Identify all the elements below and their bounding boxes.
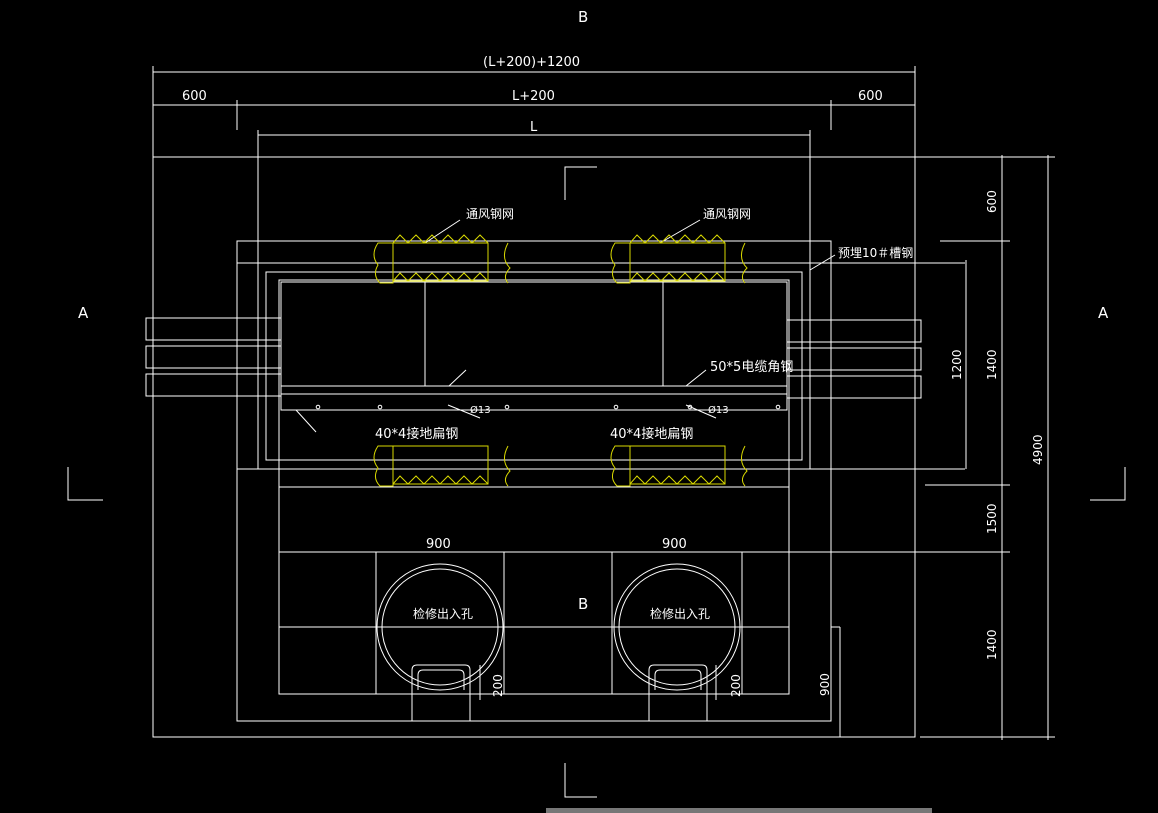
- dim-pipe-dia-2: Ø13: [708, 404, 729, 416]
- dim-right-900: 900: [818, 673, 832, 696]
- dim-right-margin: 600: [858, 89, 883, 104]
- dim-manhole-width-1: 900: [426, 537, 451, 552]
- section-label-right: A: [1098, 304, 1109, 322]
- section-mark-left: [67, 467, 103, 501]
- dim-inner-width: L+200: [512, 89, 555, 104]
- label-ground-flat-steel-2: 40*4接地扁钢: [610, 426, 693, 442]
- label-cable-angle-steel: 50*5电缆角钢: [710, 359, 793, 375]
- insulation-blocks: [373, 234, 748, 487]
- section-mark-top: [564, 166, 597, 200]
- label-vent-mesh-2: 通风钢网: [703, 207, 751, 221]
- cable-tray: [280, 281, 788, 411]
- manhole-1: [376, 563, 504, 691]
- label-ground-flat-steel-1: 40*4接地扁钢: [375, 426, 458, 442]
- dim-overall-width: (L+200)+1200: [483, 55, 580, 70]
- label-vent-mesh-1: 通风钢网: [466, 207, 514, 221]
- section-label-bottom: B: [578, 595, 588, 613]
- pipe-right-1: [786, 319, 922, 343]
- foundation-outline: [152, 156, 916, 738]
- dim-right-1400-lower: 1400: [985, 629, 999, 660]
- pipe-right-3: [786, 375, 922, 399]
- section-mark-bottom: [564, 763, 597, 798]
- dim-left-margin: 600: [182, 89, 207, 104]
- pit-wall-outline: [236, 240, 832, 722]
- dim-ladder-200-2: 200: [729, 674, 743, 697]
- dim-right-4900: 4900: [1031, 434, 1045, 465]
- section-label-left: A: [78, 304, 89, 322]
- dim-right-1500: 1500: [985, 503, 999, 534]
- dim-right-600: 600: [985, 190, 999, 213]
- horizontal-scrollbar[interactable]: [546, 808, 932, 813]
- manhole-frame-1: [375, 551, 505, 695]
- manhole-frame-2: [611, 551, 743, 695]
- label-manhole-1: 检修出入孔: [413, 606, 473, 621]
- pipe-left-1: [145, 317, 282, 341]
- label-channel-steel: 预埋10＃槽钢: [838, 246, 913, 260]
- label-manhole-2: 检修出入孔: [650, 606, 710, 621]
- section-mark-right: [1090, 467, 1126, 501]
- pipe-right-2: [786, 347, 922, 371]
- dim-right-1200: 1200: [950, 349, 964, 380]
- dim-manhole-width-2: 900: [662, 537, 687, 552]
- dim-ladder-200-1: 200: [491, 674, 505, 697]
- dim-pipe-dia-1: Ø13: [470, 404, 491, 416]
- pipe-left-3: [145, 373, 282, 397]
- pipe-left-2: [145, 345, 282, 369]
- manhole-2: [613, 563, 741, 691]
- section-label-top: B: [578, 8, 588, 26]
- dim-right-1400-upper: 1400: [985, 349, 999, 380]
- dim-inner-length: L: [530, 120, 538, 135]
